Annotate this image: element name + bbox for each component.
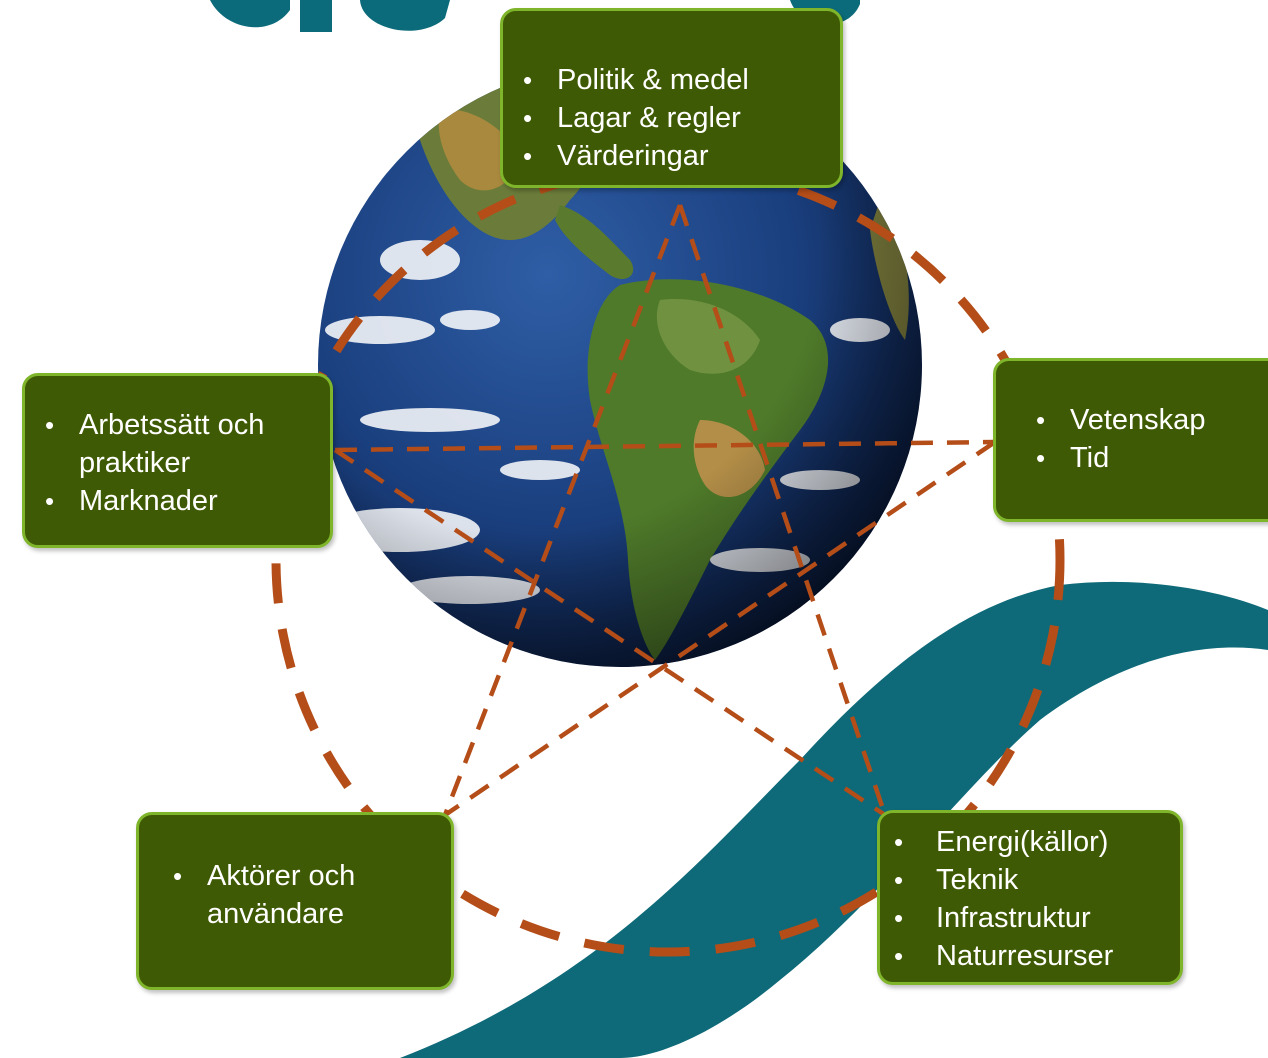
list-item: Teknik <box>880 861 1180 899</box>
earth-globe <box>318 63 922 667</box>
teal-wave <box>400 581 1268 1058</box>
list-item: Aktörer och användare <box>159 857 451 933</box>
list-item: Värderingar <box>509 137 840 175</box>
node-energy: Energi(källor) Teknik Infrastruktur Natu… <box>877 810 1183 985</box>
list-item: Infrastruktur <box>880 899 1180 937</box>
list-item: Tid <box>1022 439 1268 477</box>
node-practices: Arbetssätt och praktiker Marknader <box>22 373 333 548</box>
list-item: Arbetssätt och praktiker <box>31 406 330 482</box>
list-item: Politik & medel <box>509 61 840 99</box>
connector-lines <box>333 204 997 817</box>
node-science: Vetenskap Tid <box>993 358 1268 522</box>
list-item: Lagar & regler <box>509 99 840 137</box>
list-item: Energi(källor) <box>880 823 1180 861</box>
list-item: Vetenskap <box>1022 401 1268 439</box>
node-politics: Politik & medel Lagar & regler Värdering… <box>500 8 843 188</box>
list-item: Naturresurser <box>880 937 1180 975</box>
node-actors: Aktörer och användare <box>136 812 454 990</box>
list-item: Marknader <box>31 482 330 520</box>
outer-dashed-circle <box>271 163 1065 957</box>
